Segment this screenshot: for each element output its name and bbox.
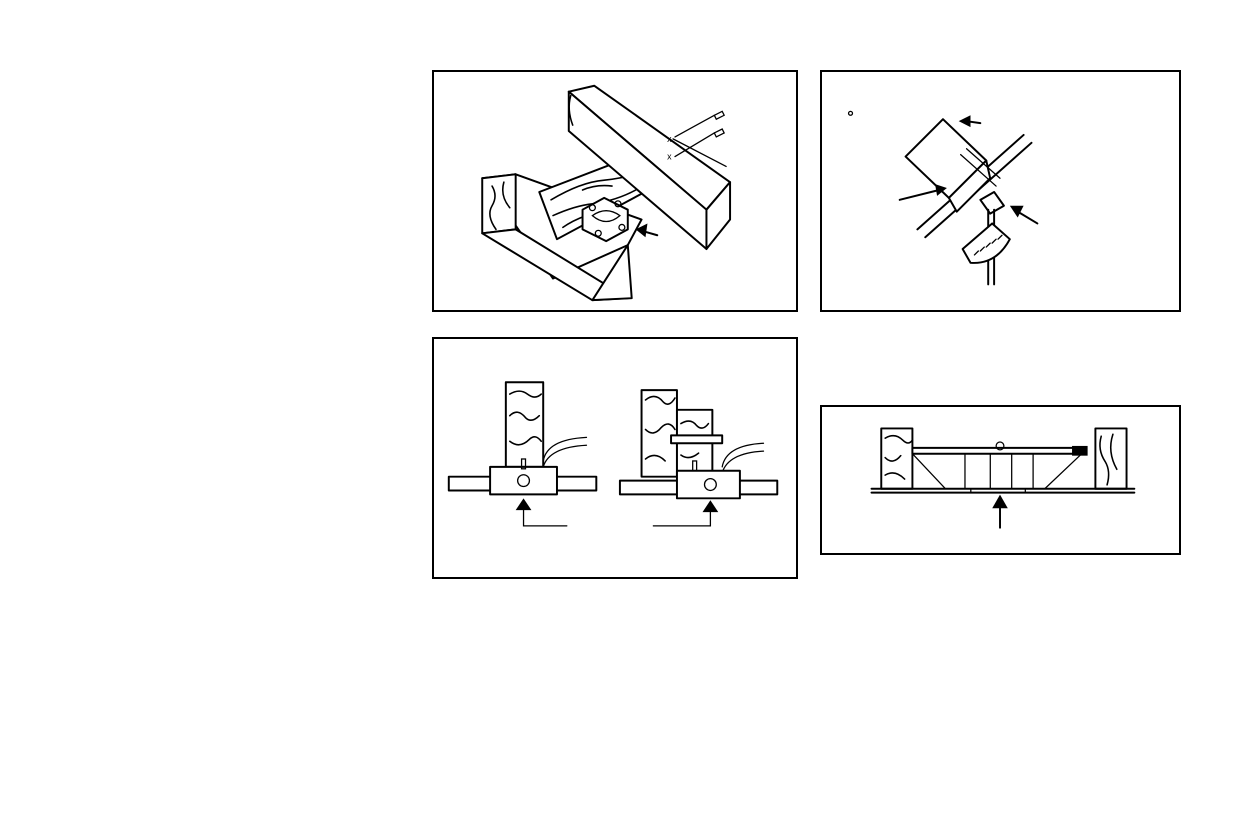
post-bracket-side-views-icon <box>434 339 796 577</box>
joist-bracket-mount-icon: x x <box>434 72 796 310</box>
post-left <box>881 428 912 488</box>
pointer-arrow-icon <box>1010 206 1038 224</box>
post-right <box>1095 428 1126 488</box>
bracket-left <box>490 467 557 495</box>
rail-angle-bracket-icon <box>822 72 1179 310</box>
pointer-arrow-icon <box>959 115 981 127</box>
figure-door-header <box>820 405 1181 555</box>
svg-text:x: x <box>667 152 672 162</box>
figure-joist-bracket: x x <box>432 70 798 312</box>
post-right-view <box>620 390 777 526</box>
dot-marker-icon <box>849 111 853 115</box>
post-left-view <box>449 382 597 526</box>
pointer-arrow-icon <box>992 495 1008 528</box>
pointer-arrow-icon <box>900 184 947 200</box>
figure-post-bracket <box>432 337 798 579</box>
bracket-right <box>677 471 740 499</box>
figure-rail-bracket <box>820 70 1181 312</box>
svg-text:x: x <box>667 134 672 144</box>
angle-bracket-icon <box>963 192 1010 284</box>
bolt-icon <box>671 435 722 443</box>
joist-end-left <box>482 174 515 233</box>
door-header-rail-icon <box>822 407 1179 553</box>
